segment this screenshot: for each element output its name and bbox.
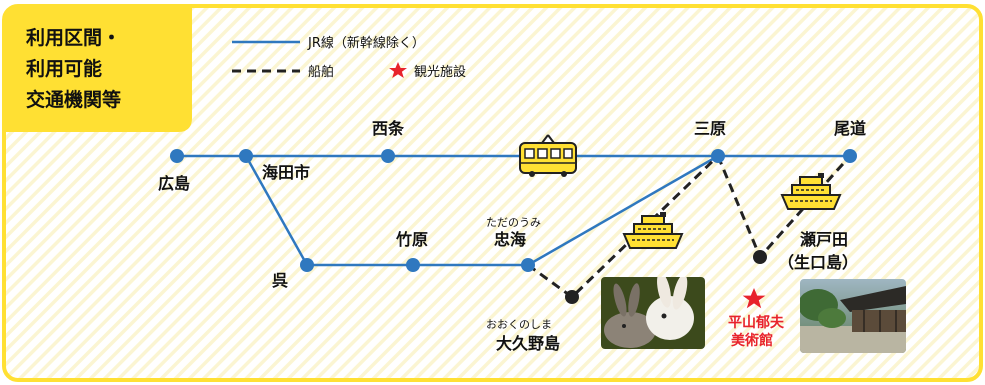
legend-jr-line-label: JR線（新幹線除く） <box>307 35 425 51</box>
rabbit-photo <box>601 277 705 349</box>
station-dot-hiroshima <box>170 149 184 163</box>
station-dot-saijo <box>381 149 395 163</box>
station-label-saijo: 西条 <box>372 119 405 138</box>
ship-icon-setoda <box>780 173 842 210</box>
museum-photo <box>800 279 906 353</box>
port-dot-setoda <box>753 250 767 264</box>
legend-star-icon <box>389 62 407 78</box>
station-dot-tadanoumi <box>521 258 535 272</box>
station-label-kaitaichi: 海田市 <box>262 163 310 182</box>
station-label-tadanoumi: 忠海 <box>494 230 526 249</box>
title-line-3: 交通機関等 <box>26 88 121 111</box>
museum-label-line-2: 美術館 <box>731 332 773 349</box>
station-label-onomichi: 尾道 <box>834 119 866 138</box>
legend-ferry-label: 船舶 <box>308 64 334 80</box>
island-reading-okunoshima: おおくのしま <box>486 318 552 331</box>
title-box <box>4 6 192 132</box>
legend-sight-label: 観光施設 <box>414 64 466 80</box>
train-icon <box>519 134 577 177</box>
station-dot-takehara <box>406 258 420 272</box>
museum-label-line-1: 平山郁夫 <box>728 314 785 331</box>
port-dot-okunoshima <box>565 290 579 304</box>
station-dot-kure <box>300 258 314 272</box>
station-label-hiroshima: 広島 <box>158 174 190 193</box>
station-reading-tadanoumi: ただのうみ <box>486 216 541 229</box>
title-line-2: 利用可能 <box>26 57 102 80</box>
station-label-mihara: 三原 <box>694 119 726 138</box>
station-label-kure: 呉 <box>272 271 288 290</box>
island-label-ikuchijima: （生口島） <box>778 253 858 272</box>
station-dot-mihara <box>711 149 725 163</box>
museum-star-icon <box>742 288 766 309</box>
station-label-takehara: 竹原 <box>395 230 428 249</box>
station-dot-kaitaichi <box>239 149 253 163</box>
station-dot-onomichi <box>843 149 857 163</box>
island-label-okunoshima: 大久野島 <box>496 334 560 353</box>
island-label-setoda: 瀬戸田 <box>800 230 848 249</box>
map-frame <box>2 4 983 382</box>
ship-icon-okunoshima <box>622 212 684 249</box>
title-line-1: 利用区間・ <box>26 27 121 49</box>
